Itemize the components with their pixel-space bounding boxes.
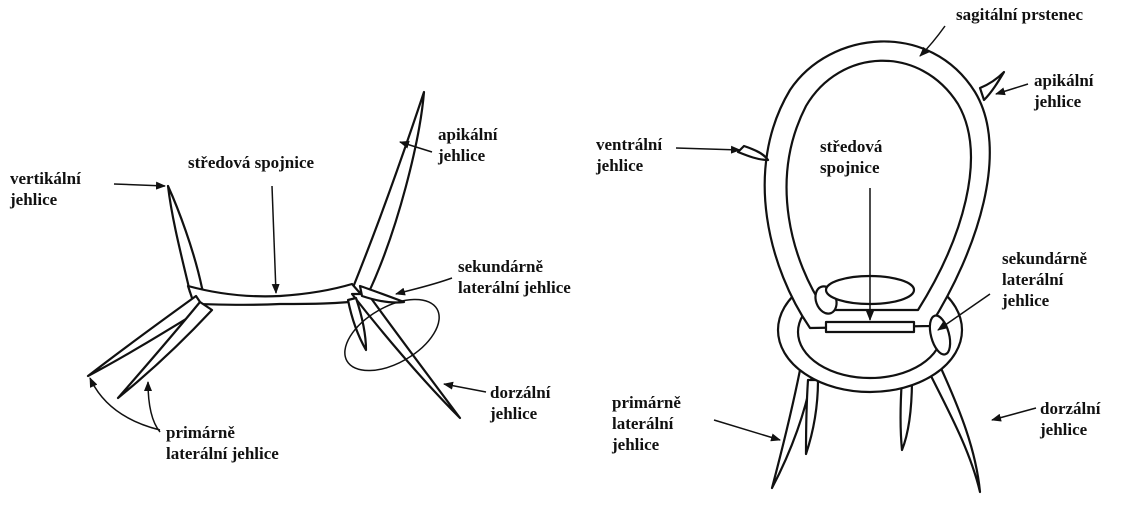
label-line: jehlice <box>596 155 662 176</box>
right-central-junction <box>826 322 914 332</box>
label-line: laterální <box>612 413 681 434</box>
right-skeleton <box>738 41 1004 492</box>
left-arrow-secondary <box>396 278 452 294</box>
left-arrow-dorsal <box>444 384 486 392</box>
label-central-junction: středová spojnice <box>188 152 314 173</box>
right-arrow-sagittal <box>920 26 945 56</box>
label-line: jehlice <box>490 403 550 424</box>
label-right-apical-spine: apikální jehlice <box>1034 70 1094 112</box>
left-vertical-spine <box>168 186 203 295</box>
label-line: jehlice <box>1040 419 1100 440</box>
label-line: jehlice <box>1002 290 1087 311</box>
label-dorsal-spine: dorzální jehlice <box>490 382 550 424</box>
left-dorsal-spine <box>352 294 460 418</box>
label-primary-lateral-spine: primárně laterální jehlice <box>166 422 279 464</box>
label-line: laterální <box>1002 269 1087 290</box>
label-sagittal-ring: sagitální prstenec <box>956 4 1083 25</box>
label-line: laterální jehlice <box>166 443 279 464</box>
label-line: primárně <box>166 422 279 443</box>
label-line: ventrální <box>596 134 662 155</box>
label-line: dorzální <box>1040 398 1100 419</box>
right-arrow-apical <box>996 84 1028 94</box>
right-arrow-primary <box>714 420 780 440</box>
right-arrow-ventral <box>676 148 740 150</box>
label-line: laterální jehlice <box>458 277 571 298</box>
label-line: jehlice <box>1034 91 1094 112</box>
label-vertical-spine: vertikální jehlice <box>10 168 81 210</box>
label-line: apikální <box>1034 70 1094 91</box>
left-central-junction <box>188 284 366 305</box>
label-secondary-lateral-spine: sekundárně laterální jehlice <box>458 256 571 298</box>
label-line: primárně <box>612 392 681 413</box>
left-arrow-central <box>272 186 276 293</box>
right-ventral-spine <box>738 146 768 160</box>
left-pointers <box>90 142 486 432</box>
label-line: sekundárně <box>458 256 571 277</box>
label-apical-spine: apikální jehlice <box>438 124 498 166</box>
left-arrow-vertical <box>114 184 165 186</box>
left-apical-spine <box>352 92 424 294</box>
label-right-central-junction: středová spojnice <box>820 136 882 178</box>
label-line: sekundárně <box>1002 248 1087 269</box>
right-apical-spine <box>980 72 1004 100</box>
label-line: středová spojnice <box>188 152 314 173</box>
label-right-primary-lateral-spine: primárně laterální jehlice <box>612 392 681 455</box>
label-line: jehlice <box>438 145 498 166</box>
right-arrow-dorsal <box>992 408 1036 420</box>
label-line: jehlice <box>612 434 681 455</box>
label-line: dorzální <box>490 382 550 403</box>
label-line: jehlice <box>10 189 81 210</box>
label-line: vertikální <box>10 168 81 189</box>
right-dorsal-spine <box>928 366 980 492</box>
label-right-dorsal-spine: dorzální jehlice <box>1040 398 1100 440</box>
label-line: spojnice <box>820 157 882 178</box>
left-curve-primary-b <box>148 382 160 432</box>
right-inner-spine-left <box>806 380 818 454</box>
label-line: sagitální prstenec <box>956 4 1083 25</box>
label-right-secondary-lateral-spine: sekundárně laterální jehlice <box>1002 248 1087 311</box>
label-ventral-spine: ventrální jehlice <box>596 134 662 176</box>
label-line: apikální <box>438 124 498 145</box>
label-line: středová <box>820 136 882 157</box>
